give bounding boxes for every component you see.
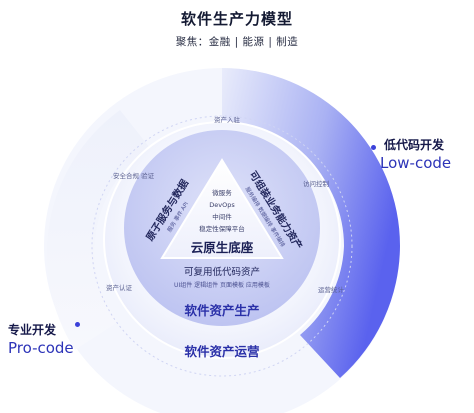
ring-label-asset-entry: 资产入驻 bbox=[214, 115, 241, 124]
lowcode-dot-icon bbox=[371, 145, 376, 150]
center-item-middleware: 中间件 bbox=[212, 212, 232, 221]
center-item-microservice: 微服务 bbox=[212, 188, 232, 197]
procode-label-en: Pro-code bbox=[8, 339, 74, 357]
triangle-base-label: 云原生底座 bbox=[191, 240, 254, 255]
band-operation: 软件资产运营 bbox=[184, 344, 260, 359]
band-production: 软件资产生产 bbox=[184, 303, 259, 318]
center-item-devops: DevOps bbox=[209, 201, 235, 209]
ring-label-ops-stats: 运营统计 bbox=[318, 285, 345, 294]
page-title: 软件生产力模型 bbox=[180, 10, 293, 28]
procode-dot-icon bbox=[75, 322, 80, 327]
dashed-ring bbox=[91, 115, 353, 377]
lowcode-assets-title: 可复用低代码资产 bbox=[184, 266, 260, 278]
core-triangle bbox=[160, 158, 284, 259]
lowcode-label-zh: 低代码开发 bbox=[384, 138, 445, 152]
lowcode-crescent bbox=[222, 68, 400, 378]
ring-label-access-control: 访问控制 bbox=[303, 179, 330, 188]
center-item-stability: 稳定性保障平台 bbox=[199, 224, 245, 233]
ring-label-security-check: 安全合规 验证 bbox=[113, 171, 155, 180]
page-subtitle: 聚焦：金融 | 能源 | 制造 bbox=[175, 36, 299, 48]
lowcode-label-en: Low-code bbox=[380, 154, 452, 172]
ring-label-asset-cert: 资产认证 bbox=[106, 283, 133, 292]
procode-arc bbox=[46, 110, 150, 350]
lowcode-assets-sub: UI组件 逻辑组件 页面模板 应用模板 bbox=[174, 281, 270, 289]
procode-label-zh: 专业开发 bbox=[8, 323, 57, 337]
